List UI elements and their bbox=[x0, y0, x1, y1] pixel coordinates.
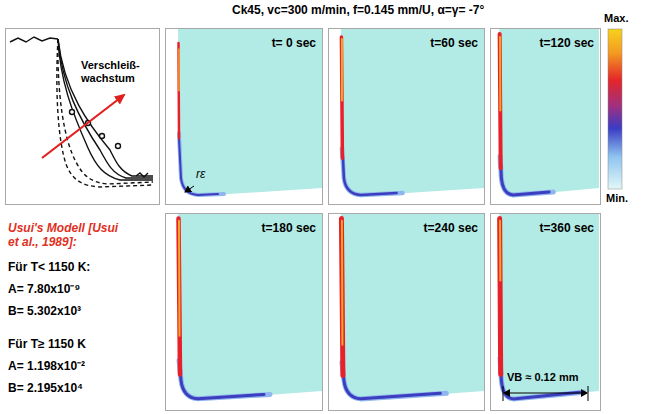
time-label: t=240 sec bbox=[424, 222, 478, 236]
stress-band bbox=[500, 156, 553, 195]
stress-band bbox=[342, 362, 446, 399]
stress-band bbox=[343, 156, 397, 195]
stress-band bbox=[179, 218, 181, 374]
vb-dimension bbox=[503, 386, 588, 401]
colorbar-min: Min. bbox=[606, 192, 628, 205]
model-value: B= 2.195x10⁴ bbox=[8, 382, 83, 396]
chip-contour bbox=[136, 173, 148, 177]
curve-point bbox=[70, 110, 75, 115]
tool-t360 bbox=[499, 214, 599, 400]
simulation-panel: t=120 sec bbox=[490, 28, 601, 205]
stress-band bbox=[501, 164, 549, 195]
leader-line bbox=[185, 186, 194, 192]
color-bar bbox=[608, 29, 622, 189]
stress-band bbox=[180, 369, 264, 399]
stress-band bbox=[500, 218, 501, 374]
stress-band bbox=[500, 34, 501, 168]
stress-band bbox=[179, 133, 224, 195]
stress-band bbox=[341, 218, 342, 375]
tool-t0 bbox=[178, 29, 322, 196]
model-note: Für T< 1150 K: bbox=[8, 261, 90, 275]
tool-body bbox=[499, 214, 599, 400]
growth-arrow bbox=[42, 95, 124, 158]
time-label: t=180 sec bbox=[262, 222, 316, 236]
stress-band bbox=[341, 221, 343, 345]
stress-band bbox=[179, 360, 270, 399]
stress-band bbox=[499, 37, 501, 111]
stress-band bbox=[179, 138, 218, 195]
curve-point bbox=[100, 134, 105, 139]
tool-body bbox=[178, 214, 322, 400]
curve-point bbox=[116, 144, 121, 149]
tool-t180 bbox=[178, 214, 322, 400]
model-note: Für T≥ 1150 K bbox=[8, 338, 86, 352]
dimension-tick bbox=[503, 386, 504, 401]
simulation-panel: t=240 sec bbox=[328, 213, 485, 411]
tool-body bbox=[499, 29, 599, 196]
model-value: A= 7.80x10⁻⁹ bbox=[8, 283, 80, 297]
time-label: t=60 sec bbox=[430, 37, 478, 51]
model-value: B= 5.302x10³ bbox=[8, 305, 81, 319]
chip-contour bbox=[10, 37, 58, 42]
tool-body bbox=[178, 29, 322, 196]
radius-label: rε bbox=[196, 168, 205, 182]
annotation-text: Verschleiß- wachstum bbox=[80, 59, 156, 84]
stress-band bbox=[341, 39, 343, 101]
simulation-panel: t=180 sec bbox=[165, 213, 323, 411]
dimension-tick bbox=[588, 386, 589, 401]
dimension-label: VB ≈ 0.12 mm bbox=[507, 371, 578, 384]
model-value: A= 1.198x10⁻² bbox=[8, 360, 85, 374]
time-label: t=120 sec bbox=[540, 37, 594, 51]
stress-band bbox=[178, 49, 180, 91]
stress-band bbox=[343, 371, 440, 399]
stress-band bbox=[342, 148, 403, 195]
dimension-line bbox=[504, 393, 587, 394]
model-heading: Usui's Modell [Usui et al., 1989]: bbox=[8, 222, 126, 250]
stress-band bbox=[501, 369, 580, 399]
tool-body bbox=[341, 214, 484, 400]
colorbar-max: Max. bbox=[604, 12, 628, 25]
stress-band bbox=[178, 221, 181, 336]
stress-band bbox=[340, 37, 344, 158]
simulation-panel: t= 0 sec bbox=[165, 28, 323, 205]
stress-band bbox=[177, 43, 180, 138]
tool-t240 bbox=[341, 214, 484, 400]
tool-body bbox=[341, 29, 484, 196]
simulation-panel: t=60 sec bbox=[328, 28, 485, 205]
stress-band bbox=[499, 221, 501, 281]
tool-t120 bbox=[499, 29, 599, 196]
chart-title: Ck45, vc=300 m/min, f=0.145 mm/U, α=γ= -… bbox=[232, 4, 484, 18]
time-label: t= 0 sec bbox=[272, 37, 316, 51]
sketch-panel: Verschleiß- wachstum bbox=[5, 28, 160, 205]
time-label: t=360 sec bbox=[540, 222, 594, 236]
tool-t60 bbox=[341, 29, 484, 196]
